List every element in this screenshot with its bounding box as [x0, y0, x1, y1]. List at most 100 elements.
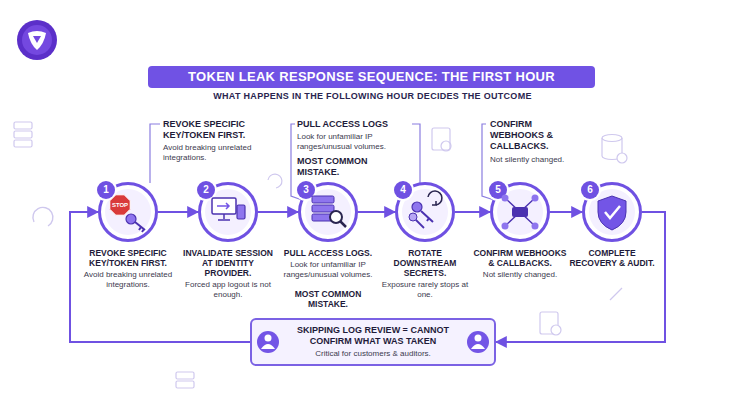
step-heading: MOST COMMON MISTAKE.	[280, 289, 376, 309]
flow-arrow	[158, 211, 198, 213]
logout-arrow-icon	[217, 203, 229, 209]
callout-heading: MOST COMMON MISTAKE.	[297, 156, 412, 178]
faint-loop-icon	[33, 207, 53, 226]
key-icon	[421, 211, 433, 222]
step-text-stack: ROTATE DOWNSTREAM SECRETS.Exposure rarel…	[377, 248, 473, 300]
phone-icon	[237, 205, 245, 219]
logo-disc	[17, 20, 57, 60]
hub-node	[532, 195, 539, 202]
step-circle: 3PULL ACCESS LOGS.Look for unfamiliar IP…	[298, 182, 358, 242]
person-body	[261, 344, 275, 349]
monitor-icon	[212, 198, 236, 214]
step-number: 3	[297, 181, 315, 199]
step-circle: 6COMPLETE RECOVERY & AUDIT.	[582, 182, 642, 242]
step-number: 2	[197, 181, 215, 199]
box-heading: SKIPPING LOG REVIEW = CANNOT CONFIRM WHA…	[288, 325, 458, 347]
leader-line	[150, 124, 160, 183]
box-note: Critical for customers & auditors.	[315, 349, 431, 359]
key-icon	[126, 214, 136, 224]
faint-server-icon	[14, 140, 32, 147]
flow-arrow	[258, 211, 298, 213]
key-icon	[409, 213, 417, 221]
hub-node	[502, 223, 509, 230]
check-icon	[605, 206, 620, 218]
step-heading: PULL ACCESS LOGS.	[280, 248, 376, 258]
step-note: Look for unfamiliar IP ranges/unusual vo…	[280, 260, 376, 280]
step-text-stack: COMPLETE RECOVERY & AUDIT.	[564, 248, 660, 268]
server-icon	[312, 205, 334, 212]
step-note: Exposure rarely stops at one.	[377, 280, 473, 300]
callout-note: Avoid breaking unrelated integrations.	[163, 143, 273, 163]
faint-document-icon	[540, 312, 558, 334]
flow-arrow	[70, 212, 250, 342]
magnifier-icon	[330, 211, 342, 223]
step-number: 5	[489, 181, 507, 199]
step-circle: 4ROTATE DOWNSTREAM SECRETS.Exposure rare…	[395, 182, 455, 242]
step-text-stack: PULL ACCESS LOGS. Look for unfamiliar IP …	[280, 248, 376, 309]
magnifier-handle	[340, 221, 346, 227]
step-heading: REVOKE SPECIFIC KEY/TOKEN FIRST.	[80, 248, 176, 268]
faint-tool-icon	[610, 288, 622, 300]
logo-cut	[33, 36, 41, 43]
step-note: Avoid breaking unrelated integrations.	[80, 270, 176, 290]
hub-links	[505, 198, 535, 226]
logo-mark	[28, 31, 46, 50]
step-text-stack: REVOKE SPECIFIC KEY/TOKEN FIRST.Avoid br…	[80, 248, 176, 290]
note-box: SKIPPING LOG REVIEW = CANNOT CONFIRM WHA…	[250, 318, 496, 366]
step-circle: 2INVALIDATE SESSION AT IDENTITY PROVIDER…	[198, 182, 258, 242]
step-text-stack: INVALIDATE SESSION AT IDENTITY PROVIDER.…	[180, 248, 276, 300]
server-icon	[312, 196, 334, 203]
step-note: Forced app logout is not enough.	[180, 280, 276, 300]
stop-sign-text: STOP	[110, 201, 130, 209]
faint-refresh-icon	[268, 174, 282, 188]
key-icon	[412, 202, 422, 212]
step-text-stack: CONFIRM WEBHOOKS & CALLBACKS. Not silentl…	[472, 248, 568, 280]
subtitle: WHAT HAPPENS IN THE FOLLOWING HOUR DECID…	[150, 91, 595, 101]
server-icon	[312, 214, 334, 221]
hub-icon	[512, 207, 528, 217]
person-icon	[257, 331, 279, 353]
faint-magnifier-icon	[551, 325, 561, 335]
step-heading: ROTATE DOWNSTREAM SECRETS.	[377, 248, 473, 278]
step-number: 4	[394, 181, 412, 199]
key-icon	[135, 222, 145, 232]
hub-node	[532, 223, 539, 230]
step-number: 6	[581, 181, 599, 199]
callout-note: Look for unfamiliar IP ranges/unusual vo…	[297, 132, 412, 152]
step-circle: 5CONFIRM WEBHOOKS & CALLBACKS.Not silent…	[490, 182, 550, 242]
faint-server-icon	[176, 381, 194, 388]
key-icon	[416, 220, 424, 228]
faint-server-icon	[14, 131, 32, 138]
step-heading: CONFIRM WEBHOOKS & CALLBACKS.	[472, 248, 568, 268]
step-circle: 1REVOKE SPECIFIC KEY/TOKEN FIRST.Avoid b…	[98, 182, 158, 242]
callout-heading: CONFIRM WEBHOOKS & CALLBACKS.	[490, 119, 585, 152]
faint-document-icon	[432, 128, 450, 150]
flow-arrow	[496, 212, 665, 342]
step-heading: COMPLETE RECOVERY & AUDIT.	[564, 248, 660, 268]
refresh-icon	[428, 191, 442, 205]
shield-icon	[598, 196, 626, 230]
faint-database-icon	[602, 138, 622, 160]
callout-note: Not silently changed.	[490, 155, 590, 165]
step-number: 1	[97, 181, 115, 199]
step-note: Not silently changed.	[472, 270, 568, 280]
faint-server-icon	[176, 372, 194, 379]
person-body	[471, 344, 485, 349]
faint-shield-icon	[617, 153, 627, 163]
flow-arrow	[550, 211, 582, 213]
faint-magnifier-icon	[441, 141, 451, 151]
faint-server-icon	[14, 122, 32, 129]
callout-heading: PULL ACCESS LOGS	[297, 119, 412, 130]
person-icon	[467, 331, 489, 353]
logo-ring	[22, 25, 52, 55]
monitor-stand	[218, 214, 230, 220]
flow-arrow	[358, 211, 395, 213]
hub-node	[502, 195, 509, 202]
person-head	[475, 335, 482, 342]
stop-sign-icon	[110, 195, 130, 215]
